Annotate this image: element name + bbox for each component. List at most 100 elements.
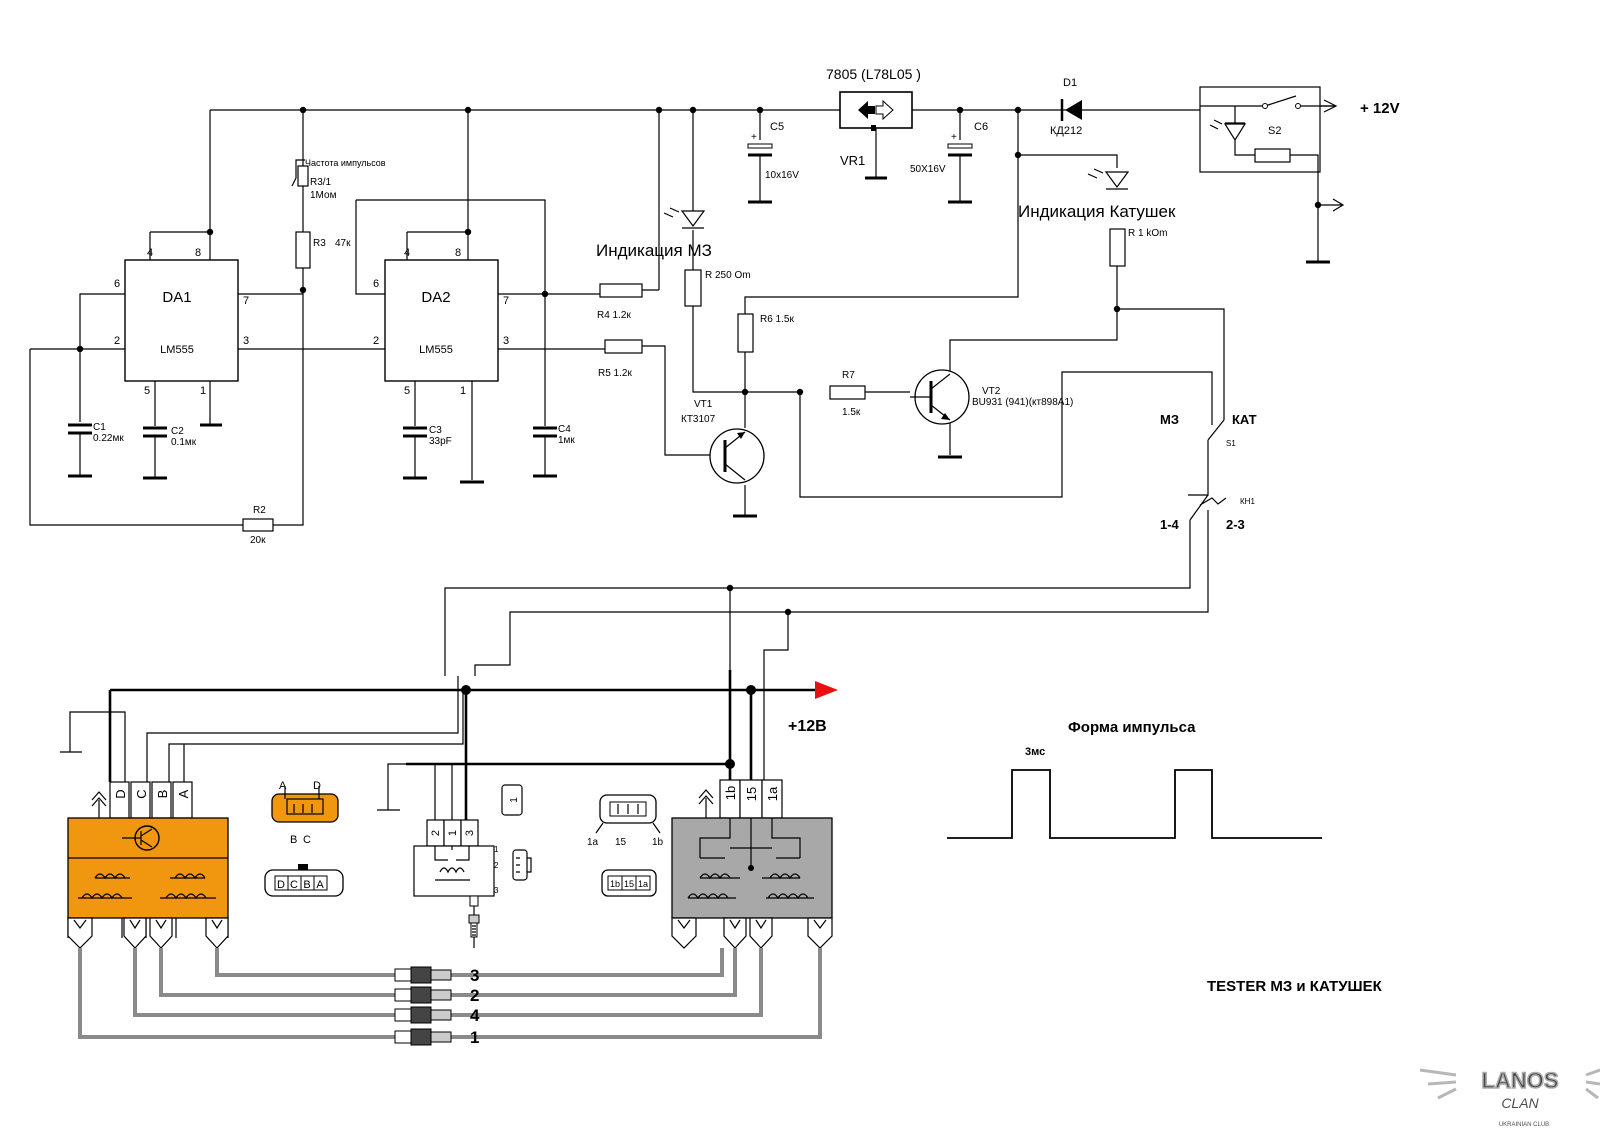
conn-left-pin: C — [134, 789, 149, 798]
capacitor-c3: C3 33pF — [403, 425, 452, 480]
coil-pin: 1 — [447, 830, 459, 836]
resistor-r250: R 250 Om — [684, 269, 751, 307]
plug-pin-label: B — [290, 834, 297, 846]
coil-side-pin: 2 — [494, 861, 499, 870]
c1-label: C1 — [93, 422, 106, 433]
resistor-r2: R2 20к — [242, 505, 274, 546]
transistor-vt2: VT2 BU931 (941)(кт898А1) — [910, 369, 1073, 459]
ignition-module-right: 1b 15 1a — [671, 779, 833, 949]
c2-value: 0.1мк — [171, 437, 197, 448]
r1k-label: R 1 kOm — [1128, 228, 1167, 239]
spark-plug-4: 4 — [394, 1006, 480, 1025]
capacitor-c1: C1 0.22мк — [68, 422, 124, 478]
r3-1-label: R3/1 — [310, 177, 332, 188]
transistor-vt1: VT1 КТ3107 — [681, 399, 765, 484]
right-face-pin: 1a — [638, 879, 648, 889]
plug-number: 1 — [470, 1028, 479, 1047]
c3-value: 33pF — [429, 436, 452, 447]
da1-pin: 4 — [147, 247, 153, 259]
da1-pin: 7 — [243, 295, 249, 307]
da1-pin: 3 — [243, 335, 249, 347]
plug-number: 4 — [470, 1006, 480, 1025]
switch-kn1-label: КН1 — [1240, 497, 1255, 506]
switch-kat-label: КАТ — [1232, 412, 1257, 427]
da2-part: LM555 — [419, 344, 453, 356]
plug-pin-label: C — [303, 834, 311, 846]
led-mz: Индикация МЗ — [596, 207, 712, 260]
c4-value: 1мк — [558, 435, 575, 446]
conn-right-pin: 15 — [744, 787, 759, 801]
da2-pin: 7 — [503, 295, 509, 307]
potentiometer-r3-1: Частота импульсов R3/1 1Мом — [291, 158, 386, 201]
plus12-label: +12В — [788, 718, 827, 735]
pulse-width-label: 3мс — [1025, 746, 1045, 758]
c3-label: C3 — [429, 425, 442, 436]
da1-pin: 5 — [144, 385, 150, 397]
c5-value: 10x16V — [765, 170, 799, 181]
led-kat-label: Индикация Катушек — [1018, 202, 1176, 221]
diode-part: КД212 — [1050, 125, 1082, 137]
plug-face-pin: A — [316, 879, 324, 891]
regulator-label: VR1 — [840, 153, 865, 168]
switch-mz-label: МЗ — [1160, 412, 1179, 427]
tester-title: TESTER МЗ и КАТУШЕК — [1207, 978, 1383, 995]
mode-switch-s1: МЗ КАТ S1 — [1160, 412, 1257, 448]
da1-pin: 8 — [195, 247, 201, 259]
spark-plug-2: 2 — [394, 986, 479, 1005]
da1-pin: 6 — [114, 278, 120, 290]
diode-d1: D1 КД212 — [1050, 77, 1082, 137]
right-plug-face: 1b 15 1a — [601, 869, 657, 897]
plug-face-pin: B — [303, 879, 310, 891]
da1-pin: 1 — [200, 385, 206, 397]
plus12-arrow — [815, 681, 838, 699]
ignition-module-left: D C B A — [67, 781, 229, 949]
svg-text:+: + — [951, 132, 957, 143]
da2-pin: 5 — [404, 385, 410, 397]
da2-label: DA2 — [421, 289, 450, 306]
ic-da2: DA2 LM555 4 8 6 7 2 3 5 1 — [373, 247, 509, 397]
coil-side-pin: 1 — [494, 845, 499, 854]
r250-label: R 250 Om — [705, 270, 751, 281]
r3-1-caption: Частота импульсов — [305, 158, 386, 168]
da1-part: LM555 — [160, 344, 194, 356]
switch-s1-label: S1 — [1226, 439, 1236, 448]
c6-label: C6 — [974, 121, 988, 133]
plug-face-pin: C — [290, 879, 298, 891]
resistor-r7: R7 1.5к — [829, 370, 866, 418]
r3-label: R3 — [313, 238, 326, 249]
pulse-title: Форма импульса — [1068, 719, 1196, 736]
capacitor-c5: + C5 10x16V — [747, 121, 799, 204]
ic-da1: DA1 LM555 4 8 6 7 2 3 5 1 — [114, 247, 249, 397]
right-plug-pin: 1a — [587, 837, 599, 848]
switch-s2-label: S2 — [1268, 125, 1281, 137]
right-face-pin: 1b — [610, 879, 620, 889]
conn-right-pin: 1b — [723, 786, 738, 800]
capacitor-c2: C2 0.1мк — [143, 426, 197, 480]
coil-pin: 2 — [430, 830, 442, 836]
resistor-r6: R6 1.5к — [737, 313, 794, 353]
da2-pin: 2 — [373, 335, 379, 347]
plug-number: 2 — [470, 986, 479, 1005]
r7-label: R7 — [842, 370, 855, 381]
vt1-part: КТ3107 — [681, 414, 716, 425]
plug-pin-label: A — [279, 780, 287, 792]
mode-switch-kn1: КН1 1-4 2-3 — [1160, 494, 1255, 532]
diode-label: D1 — [1063, 77, 1077, 89]
r2-label: R2 — [253, 505, 266, 516]
watermark-brand: LANOS — [1482, 1068, 1559, 1093]
da2-pin: 4 — [404, 247, 410, 259]
da2-pin: 6 — [373, 278, 379, 290]
supply-terminal: + 12V — [1323, 99, 1400, 117]
plug-pin-label: D — [313, 780, 321, 792]
conn-left-pin: A — [176, 789, 191, 798]
r4-label: R4 1.2к — [597, 310, 631, 321]
vt2-label: VT2 — [982, 386, 1001, 397]
da2-pin: 8 — [455, 247, 461, 259]
r7-value: 1.5к — [842, 407, 861, 418]
plug-face-pin: D — [277, 879, 285, 891]
coil-face-label: 1 — [509, 797, 520, 803]
regulator-title: 7805 (L78L05 ) — [826, 66, 921, 82]
svg-text:+: + — [751, 132, 757, 143]
plug-orange: A D B C — [271, 780, 339, 846]
